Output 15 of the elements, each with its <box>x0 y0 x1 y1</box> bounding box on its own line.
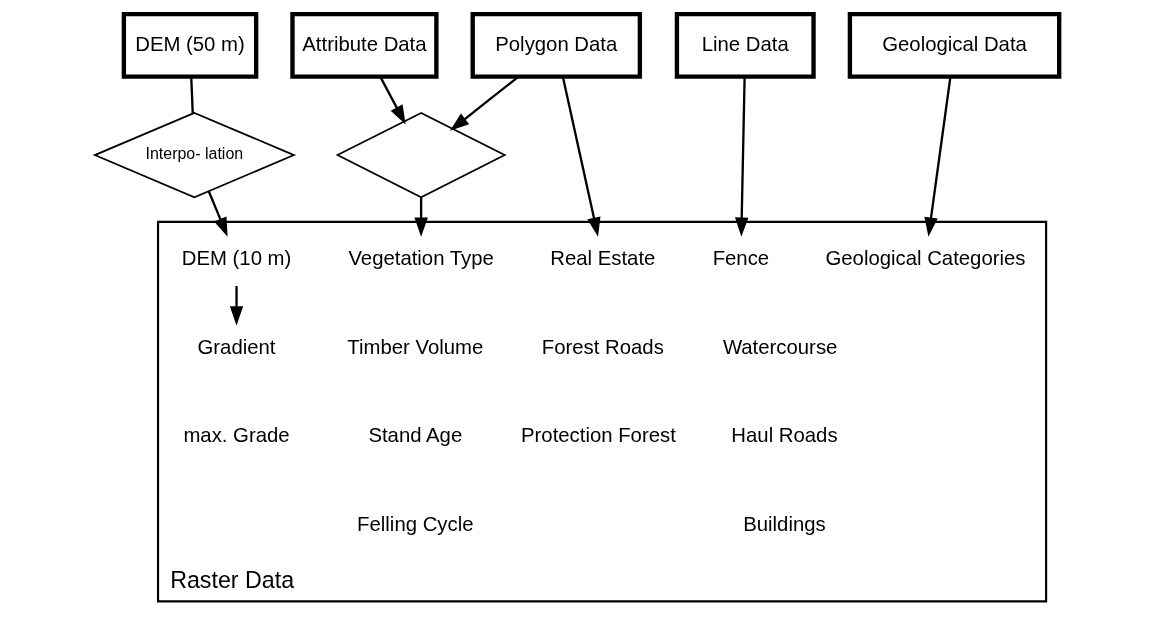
node-text: Gradient <box>197 335 276 358</box>
node-text: Haul Roads <box>730 424 838 447</box>
node-text: DEM (10 m) <box>181 247 291 270</box>
node-text: Timber Volume <box>346 335 483 358</box>
node-text: Real Estate <box>549 247 655 270</box>
node-text: Forest Roads <box>541 335 664 358</box>
node-text: Geological Categories <box>824 247 1025 270</box>
node-text: max. Grade <box>182 424 290 447</box>
node-text: Stand Age <box>367 424 462 447</box>
node-text: Fence <box>712 247 769 270</box>
node-text: Felling Cycle <box>356 513 473 536</box>
node-text: Watercourse <box>722 335 837 358</box>
node-text: Vegetation Type <box>347 247 494 270</box>
node-text: Protection Forest <box>520 424 676 447</box>
node-text: Buildings <box>742 513 826 536</box>
